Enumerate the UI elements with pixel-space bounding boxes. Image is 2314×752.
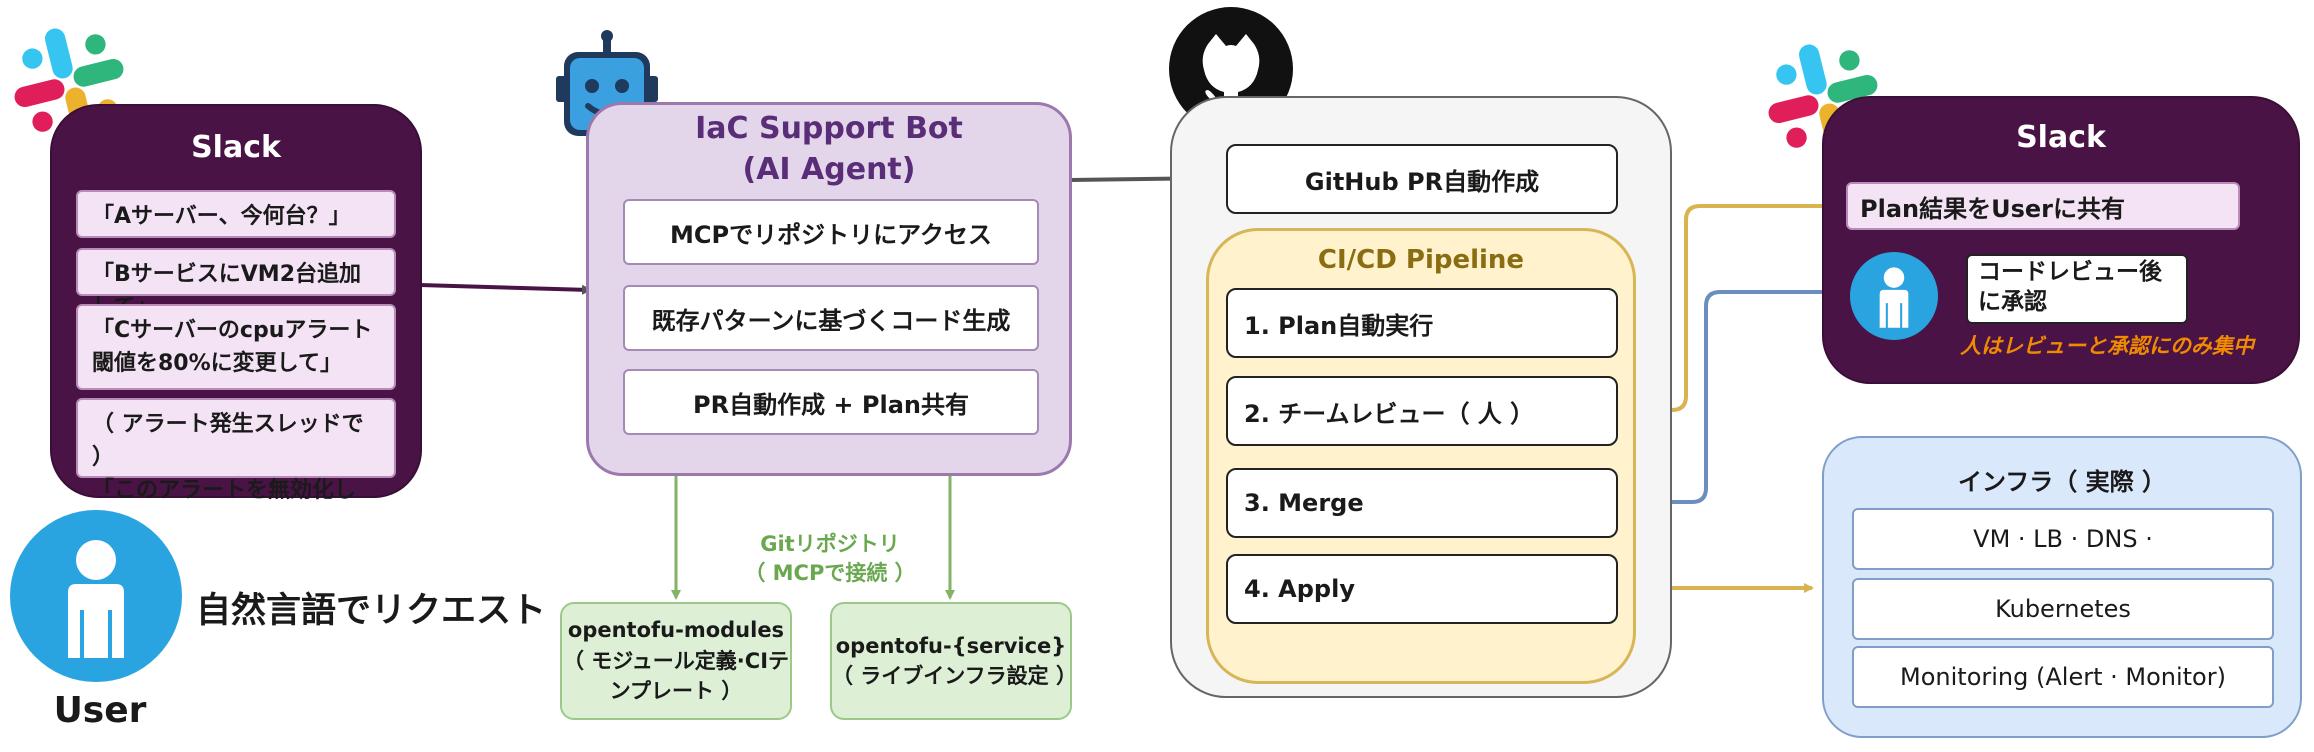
infra-item: Monitoring (Alert · Monitor) xyxy=(1852,646,2274,708)
slack-panel-left: Slack 「Aサーバー、今何台？」 「BサービスにVM2台追加して」 「Cサー… xyxy=(50,104,422,536)
arrow-approve-to-merge xyxy=(1624,290,1850,507)
infra-panel: インフラ（ 実際 ） VM · LB · DNS · Kubernetes Mo… xyxy=(1822,436,2302,738)
arrow-slack-to-bot xyxy=(419,283,592,295)
infra-item: VM · LB · DNS · xyxy=(1852,508,2274,570)
user-icon xyxy=(68,540,124,658)
human-focus-note: 人はレビューと承認にのみ集中 xyxy=(1960,334,2254,358)
request-label: 自然言語でリクエスト xyxy=(196,591,547,631)
user-avatar xyxy=(10,510,182,682)
github-pr-box: GitHub PR自動作成 xyxy=(1226,144,1618,214)
pipeline-step: 1. Plan自動実行 xyxy=(1226,288,1618,358)
arrow-review-to-slack xyxy=(1618,201,1840,412)
pipeline-step: 2. チームレビュー（ 人 ） xyxy=(1226,376,1618,446)
bot-panel: IaC Support Bot (AI Agent) MCPでリポジトリにアクセ… xyxy=(586,102,1072,476)
user-label: User xyxy=(53,690,147,731)
slack-message: 「BサービスにVM2台追加して」 xyxy=(76,248,396,320)
infra-title: インフラ（ 実際 ） xyxy=(1958,468,2166,496)
slack-panel-right: Slack Plan結果をUserに共有 コードレビュー後 に承認 人はレビュー… xyxy=(1822,96,2300,384)
user-icon xyxy=(1879,267,1909,328)
slack-message: 「Aサーバー、今何台？」 xyxy=(76,190,396,238)
infra-item: Kubernetes xyxy=(1852,578,2274,640)
bot-item: 既存パターンに基づくコード生成 xyxy=(623,285,1039,351)
repo-service: opentofu-{service} （ ライブインフラ設定 ） xyxy=(830,602,1077,720)
repo-modules: opentofu-modules （ モジュール定義·CIテ ンプレート ） xyxy=(560,602,792,720)
slack-left-title: Slack xyxy=(191,130,281,165)
slack-message: 「Cサーバーのcpuアラート 閾値を80%に変更して」 xyxy=(76,304,396,390)
git-repo-label: Gitリポジトリ （ MCPで接続 ） xyxy=(744,532,916,586)
slack-right-title: Slack xyxy=(2016,120,2106,155)
pipeline-step: 4. Apply xyxy=(1226,554,1618,624)
approve-box: コードレビュー後 に承認 xyxy=(1966,254,2188,324)
pipeline-step: 3. Merge xyxy=(1226,468,1618,538)
approver-avatar xyxy=(1850,252,1938,340)
bot-title: IaC Support Bot (AI Agent) xyxy=(695,111,963,187)
pipeline-title: CI/CD Pipeline xyxy=(1317,245,1525,275)
slack-message: （ アラート発生スレッドで ） 「このアラートを無効化して」 xyxy=(76,398,396,536)
bot-item: MCPでリポジトリにアクセス xyxy=(623,199,1039,265)
share-box: Plan結果をUserに共有 xyxy=(1846,182,2240,230)
bot-item: PR自動作成 + Plan共有 xyxy=(623,369,1039,435)
